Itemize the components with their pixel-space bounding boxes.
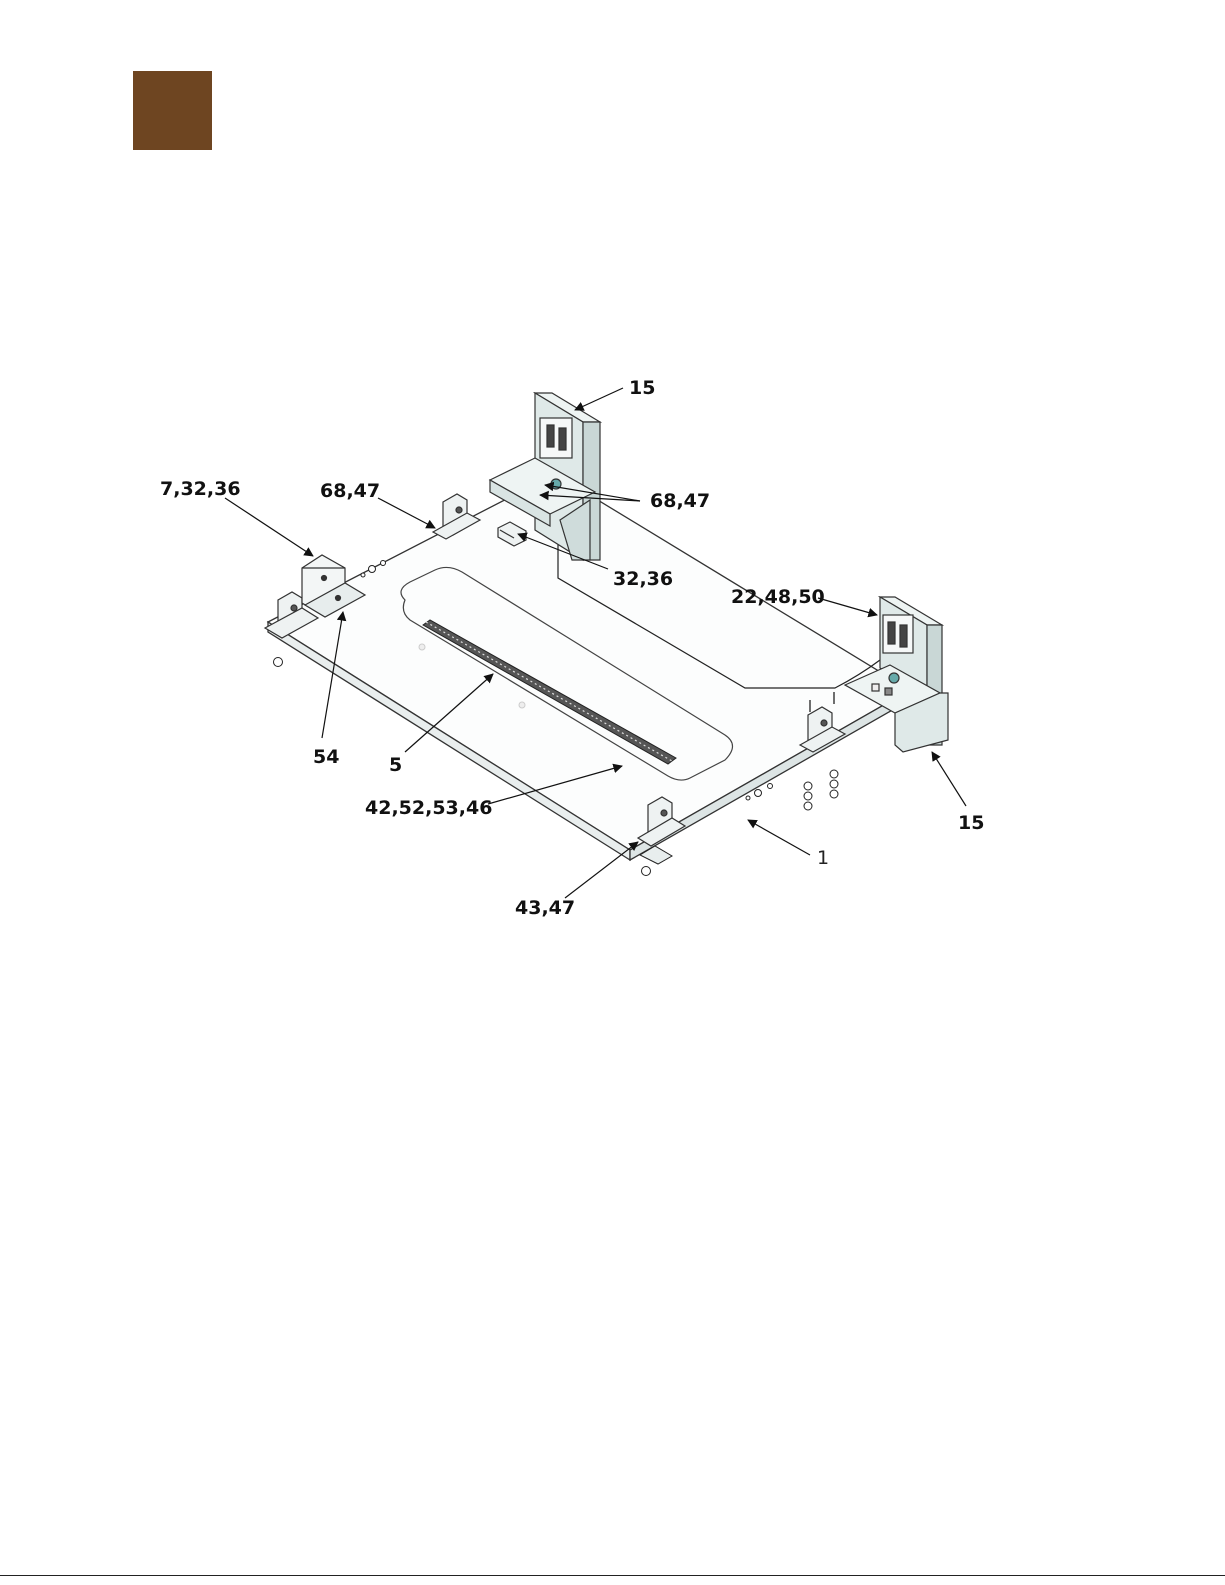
callout-42-52-53-46: 42,52,53,46: [365, 797, 492, 819]
page-bottom-rule: [0, 1575, 1225, 1576]
callout-7-32-36: 7,32,36: [160, 478, 241, 500]
callout-15-right: 15: [958, 812, 984, 834]
callout-15-top: 15: [629, 377, 655, 399]
callout-54: 54: [313, 746, 339, 768]
callout-68-47-left: 68,47: [320, 480, 380, 502]
callout-22-48-50: 22,48,50: [731, 586, 825, 608]
callout-68-47-right: 68,47: [650, 490, 710, 512]
callout-32-36: 32,36: [613, 568, 673, 590]
callout-5: 5: [389, 754, 402, 776]
callout-43-47: 43,47: [515, 897, 575, 919]
callout-1: 1: [817, 847, 829, 869]
